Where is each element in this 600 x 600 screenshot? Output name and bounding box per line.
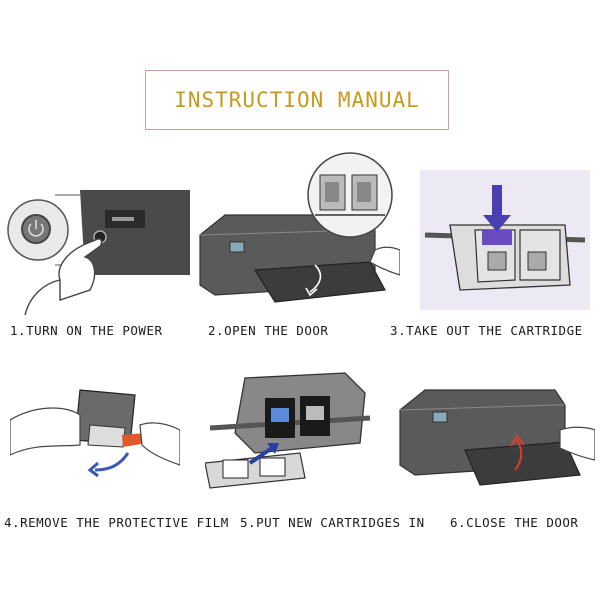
peel-film-icon: [10, 389, 180, 478]
step-5-illustration: [205, 368, 375, 493]
printer-close-door-icon: [399, 389, 595, 486]
step-1-label: TURN ON THE POWER: [26, 323, 163, 338]
step-6-label: CLOSE THE DOOR: [466, 515, 579, 530]
step-2-label: OPEN THE DOOR: [224, 323, 329, 338]
step-4-illustration: [10, 375, 180, 495]
printer-open-door-icon: [199, 152, 400, 303]
step-4-caption: 4.REMOVE THE PROTECTIVE FILM: [4, 515, 229, 530]
insert-cartridge-icon: [205, 372, 371, 489]
manual-title: INSTRUCTION MANUAL: [174, 88, 420, 112]
step-3-number: 3.: [390, 323, 407, 338]
step-3-caption: 3.TAKE OUT THE CARTRIDGE: [390, 323, 583, 338]
step-5-caption: 5.PUT NEW CARTRIDGES IN: [240, 515, 425, 530]
power-button-icon: [7, 190, 190, 315]
cartridge-removal-icon: [420, 170, 590, 310]
step-6-number: 6.: [450, 515, 467, 530]
step-1-number: 1.: [10, 323, 27, 338]
step-2-illustration: [190, 150, 400, 315]
step-1-caption: 1.TURN ON THE POWER: [10, 323, 163, 338]
step-3-illustration: [420, 170, 590, 310]
step-5-number: 5.: [240, 515, 257, 530]
step-3-label: TAKE OUT THE CARTRIDGE: [406, 323, 583, 338]
step-2-number: 2.: [208, 323, 225, 338]
step-6-illustration: [395, 380, 595, 500]
step-6-caption: 6.CLOSE THE DOOR: [450, 515, 578, 530]
step-4-label: REMOVE THE PROTECTIVE FILM: [20, 515, 229, 530]
step-2-caption: 2.OPEN THE DOOR: [208, 323, 328, 338]
step-1-illustration: [0, 165, 190, 315]
step-4-number: 4.: [4, 515, 21, 530]
step-5-label: PUT NEW CARTRIDGES IN: [256, 515, 425, 530]
title-frame: INSTRUCTION MANUAL: [145, 70, 449, 130]
